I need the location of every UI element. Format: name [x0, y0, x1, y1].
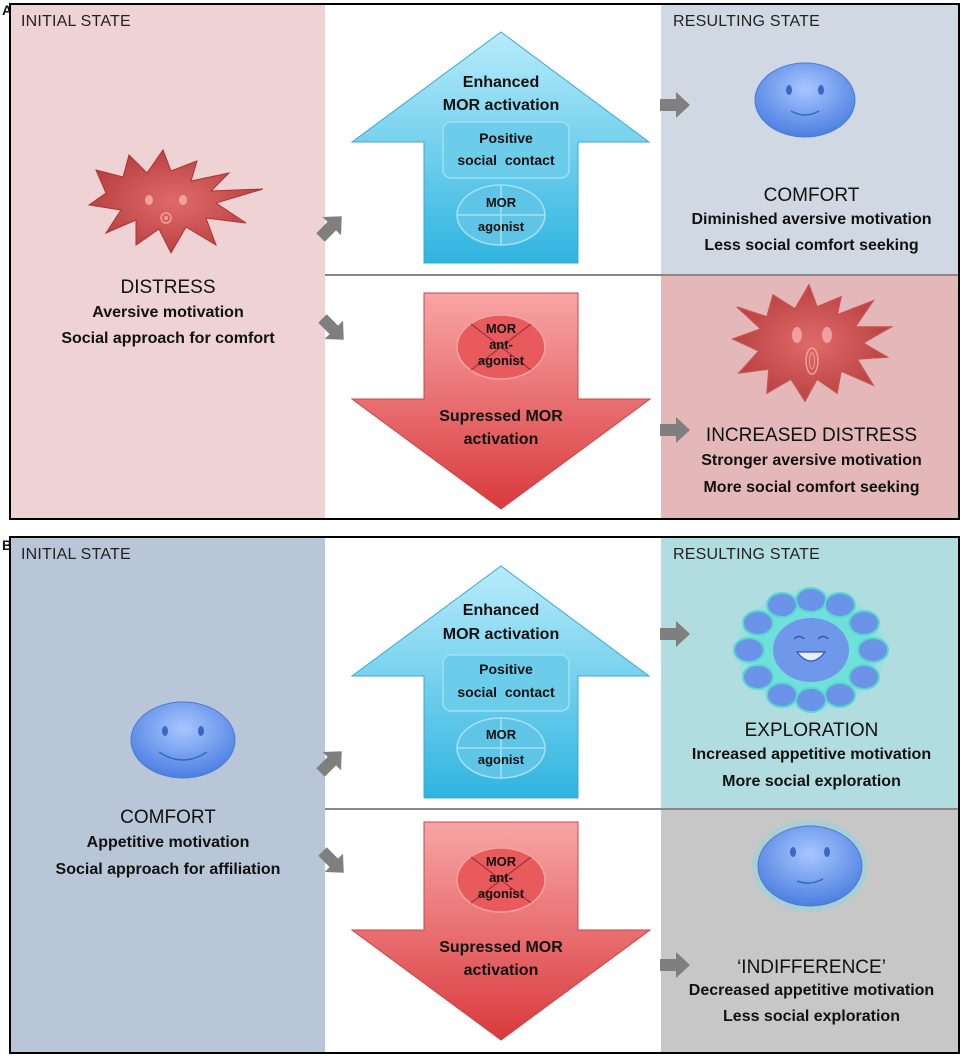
comfort-face-icon: [754, 62, 856, 138]
panel-b-up-title2: MOR activation: [442, 626, 560, 643]
panel-b-down-label1: Supressed MOR: [439, 939, 563, 956]
panel-b-down-oval2: ant-: [489, 870, 513, 885]
panel-b: INITIAL STATE RESULTING STATE: [9, 536, 960, 1054]
panel-a-result-bottom-line1: Stronger aversive motivation: [701, 452, 922, 469]
panel-a: INITIAL STATE RESULTING STATE: [9, 3, 960, 520]
panel-b-down-oval3: agonist: [477, 886, 525, 901]
panel-a-graphics: [87, 31, 958, 510]
panel-b-result-bottom-line2: Less social exploration: [723, 1008, 900, 1025]
panel-b-initial-header: INITIAL STATE: [21, 546, 131, 563]
panel-b-resulting-header: RESULTING STATE: [673, 546, 821, 563]
connector-arrow-down-icon: [318, 847, 344, 873]
panel-b-graphics: [130, 565, 958, 1041]
down-arrow-icon: [350, 821, 652, 1041]
panel-a-up-oval1: MOR: [485, 195, 517, 210]
panel-b-down-oval1: MOR: [485, 854, 517, 869]
panel-a-initial-line1: Aversive motivation: [92, 304, 244, 321]
panel-a-initial-column: [11, 5, 325, 518]
panel-b-up-oval2: agonist: [477, 752, 525, 767]
indifference-face-icon: [752, 820, 868, 912]
panel-a-resulting-header: RESULTING STATE: [673, 13, 821, 30]
connector-arrow-up-icon: [316, 216, 342, 242]
result-arrow-top-icon: [660, 92, 690, 118]
panel-a-up-oval2: agonist: [477, 219, 525, 234]
connector-arrow-down-icon: [318, 314, 344, 340]
panel-a-down-oval3: agonist: [477, 353, 525, 368]
panel-b-result-bottom-line1: Decreased appetitive motivation: [688, 982, 935, 999]
panel-a-result-top-title: COMFORT: [763, 185, 860, 206]
panel-a-result-top-line1: Diminished aversive motivation: [691, 211, 932, 228]
panel-a-down-oval2: ant-: [489, 337, 513, 352]
panel-b-initial-column: [11, 538, 325, 1052]
panel-b-initial-line2: Social approach for affiliation: [55, 861, 281, 878]
panel-b-initial-line1: Appetitive motivation: [86, 834, 250, 851]
panel-b-result-top-line1: Increased appetitive motivation: [691, 746, 932, 763]
panel-a-result-top-bg: [661, 5, 958, 275]
panel-b-initial-title: COMFORT: [120, 807, 216, 828]
panel-a-result-bottom-line2: More social comfort seeking: [703, 479, 920, 496]
panel-b-result-bottom-title: ‘INDIFFERENCE’: [737, 957, 886, 978]
up-arrow-icon: [350, 31, 651, 264]
panel-a-down-label2: activation: [463, 431, 539, 448]
panel-a-down-label1: Supressed MOR: [439, 408, 563, 425]
initial-comfort-face-icon: [130, 701, 236, 779]
panel-a-initial-header: INITIAL STATE: [21, 13, 131, 30]
connector-arrow-up-icon: [316, 751, 342, 777]
result-arrow-bottom-icon: [660, 417, 690, 443]
panel-a-down-oval1: MOR: [485, 321, 517, 336]
panel-b-result-top-line2: More social exploration: [722, 773, 901, 790]
increased-distress-face-icon: [731, 283, 894, 403]
result-arrow-top-icon: [660, 621, 690, 647]
panel-a-up-title2: MOR activation: [442, 97, 560, 114]
down-arrow-icon: [350, 292, 652, 510]
panel-b-result-top-title: EXPLORATION: [744, 720, 879, 741]
panel-a-up-box1: Positive: [479, 130, 533, 146]
panel-a-up-title1: Enhanced: [462, 74, 540, 91]
panel-b-down-label2: activation: [463, 962, 539, 979]
panel-b-up-box2: social contact: [457, 684, 555, 700]
exploration-face-icon: [733, 587, 889, 713]
panel-a-letter: A: [2, 2, 13, 18]
panel-b-up-title1: Enhanced: [462, 602, 540, 619]
panel-b-up-box1: Positive: [479, 661, 533, 677]
panel-a-initial-title: DISTRESS: [120, 277, 216, 298]
result-arrow-bottom-icon: [660, 952, 690, 978]
panel-b-up-oval1: MOR: [485, 727, 517, 742]
panel-a-up-box2: social contact: [457, 152, 555, 168]
panel-a-initial-line2: Social approach for comfort: [61, 330, 275, 347]
panel-a-result-bottom-title: INCREASED DISTRESS: [705, 425, 918, 446]
panel-a-result-top-line2: Less social comfort seeking: [704, 237, 919, 254]
distress-face-icon: [87, 148, 264, 255]
panel-b-letter: B: [2, 537, 13, 553]
up-arrow-icon: [350, 565, 651, 799]
